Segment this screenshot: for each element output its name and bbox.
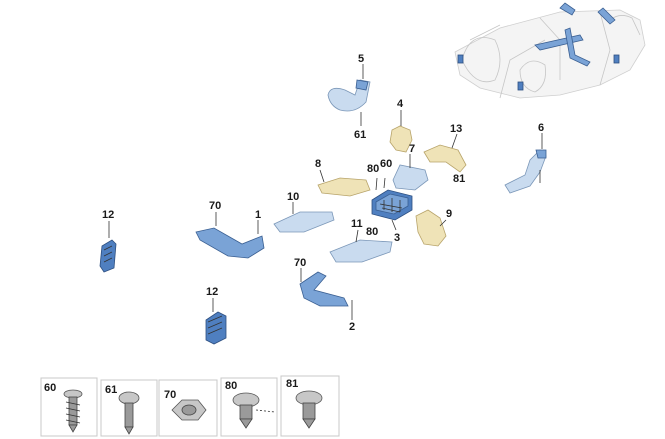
part-11-duct[interactable]: [329, 239, 393, 263]
fastener-item-60[interactable]: 60: [40, 377, 98, 437]
fastener-item-61[interactable]: 61: [100, 379, 158, 437]
part-1-floor-duct[interactable]: [195, 227, 265, 259]
part-2-floor-duct[interactable]: [299, 271, 349, 307]
callout-1: 1: [255, 209, 261, 221]
callout-8: 8: [315, 158, 321, 170]
fastener-item-80[interactable]: 80: [220, 377, 278, 437]
callout-3: 3: [394, 232, 400, 244]
clip-icon: [232, 392, 276, 429]
callout-70-lower: 70: [294, 257, 306, 269]
callout-81: 81: [453, 173, 465, 185]
part-6-curved-duct[interactable]: [504, 149, 547, 194]
part-5-curved-duct[interactable]: [327, 79, 371, 112]
fastener-label-81: 81: [286, 378, 298, 390]
callout-2: 2: [349, 321, 355, 333]
fastener-label-60: 60: [44, 382, 56, 394]
part-4-bracket[interactable]: [389, 125, 413, 153]
callout-80-lower: 80: [366, 226, 378, 238]
part-13-duct[interactable]: [423, 144, 467, 173]
bolt-icon: [118, 391, 140, 435]
callout-80-upper: 80: [367, 163, 379, 175]
part-8-panel[interactable]: [317, 177, 371, 197]
clip-icon: [295, 390, 323, 429]
callout-60: 60: [380, 158, 392, 170]
callout-13: 13: [450, 123, 462, 135]
nut-icon: [171, 399, 207, 421]
part-10-duct[interactable]: [273, 211, 335, 233]
callout-11: 11: [351, 218, 363, 230]
callout-4: 4: [397, 98, 404, 110]
callout-12-upper: 12: [102, 209, 114, 221]
callout-6: 6: [538, 122, 544, 134]
fastener-legend: 60 61 70: [40, 375, 340, 437]
callout-61: 61: [354, 129, 366, 141]
callout-70-upper: 70: [209, 200, 221, 212]
fastener-label-61: 61: [105, 384, 117, 396]
part-12-grille-lower[interactable]: [205, 311, 227, 345]
callout-12-lower: 12: [206, 286, 218, 298]
part-7-cover[interactable]: [392, 164, 429, 191]
fastener-item-70[interactable]: 70: [158, 379, 218, 437]
screw-icon: [63, 389, 83, 433]
callout-5: 5: [358, 53, 364, 65]
callout-7: 7: [409, 143, 415, 155]
vehicle-overview-illustration: [454, 2, 646, 99]
callout-10: 10: [287, 191, 299, 203]
fastener-label-80: 80: [225, 380, 237, 392]
part-3-distributor-block[interactable]: [371, 189, 413, 221]
fastener-item-81[interactable]: 81: [280, 375, 340, 437]
callout-9: 9: [446, 208, 452, 220]
fastener-label-70: 70: [164, 389, 176, 401]
part-9-duct[interactable]: [415, 209, 447, 247]
part-12-grille-upper[interactable]: [99, 239, 117, 273]
